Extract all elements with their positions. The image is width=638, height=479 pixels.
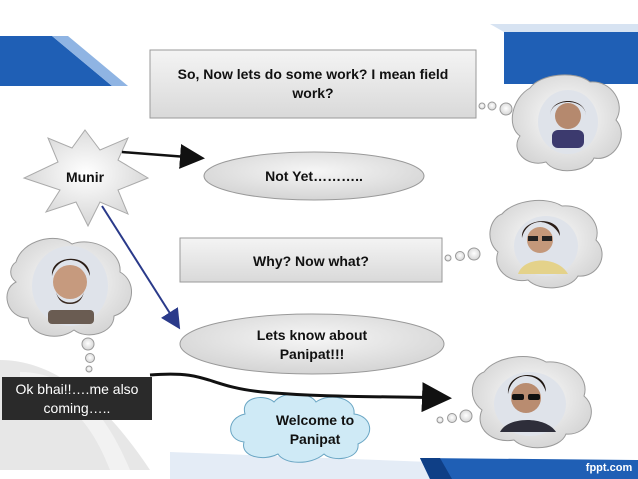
ok-bhai-box	[2, 377, 152, 420]
ok-bhai-text: Ok bhai!!….me also coming…..	[15, 381, 139, 416]
arrow-munir-to-notyet	[121, 144, 205, 169]
arrow-ok-bhai-to-welcome	[149, 372, 452, 413]
thought-bubble-girl-2	[444, 200, 603, 289]
thought-bubble-man-1	[6, 237, 132, 373]
bottom-right-band	[170, 452, 638, 479]
question-box	[149, 49, 477, 119]
not-yet-ellipse	[203, 151, 425, 201]
munir-starburst	[22, 129, 150, 228]
arrow-munir-to-lets-know	[101, 205, 181, 330]
not-yet-text: Not Yet………..	[265, 167, 363, 184]
welcome-text: Welcome to Panipat	[275, 412, 355, 447]
lets-know-text: Lets know about Panipat!!!	[256, 327, 368, 362]
top-left-band	[0, 36, 128, 86]
footer-brand[interactable]: fppt.com	[585, 461, 633, 474]
why-box	[179, 237, 443, 283]
thought-bubble-man-2	[436, 356, 592, 449]
question-text: So, Now lets do some work? I mean field …	[177, 66, 449, 101]
thought-bubble-girl-1	[478, 74, 622, 172]
top-right-band	[490, 24, 638, 84]
why-text: Why? Now what?	[253, 252, 369, 269]
munir-label: Munir	[65, 168, 105, 185]
lets-know-ellipse	[179, 313, 445, 375]
